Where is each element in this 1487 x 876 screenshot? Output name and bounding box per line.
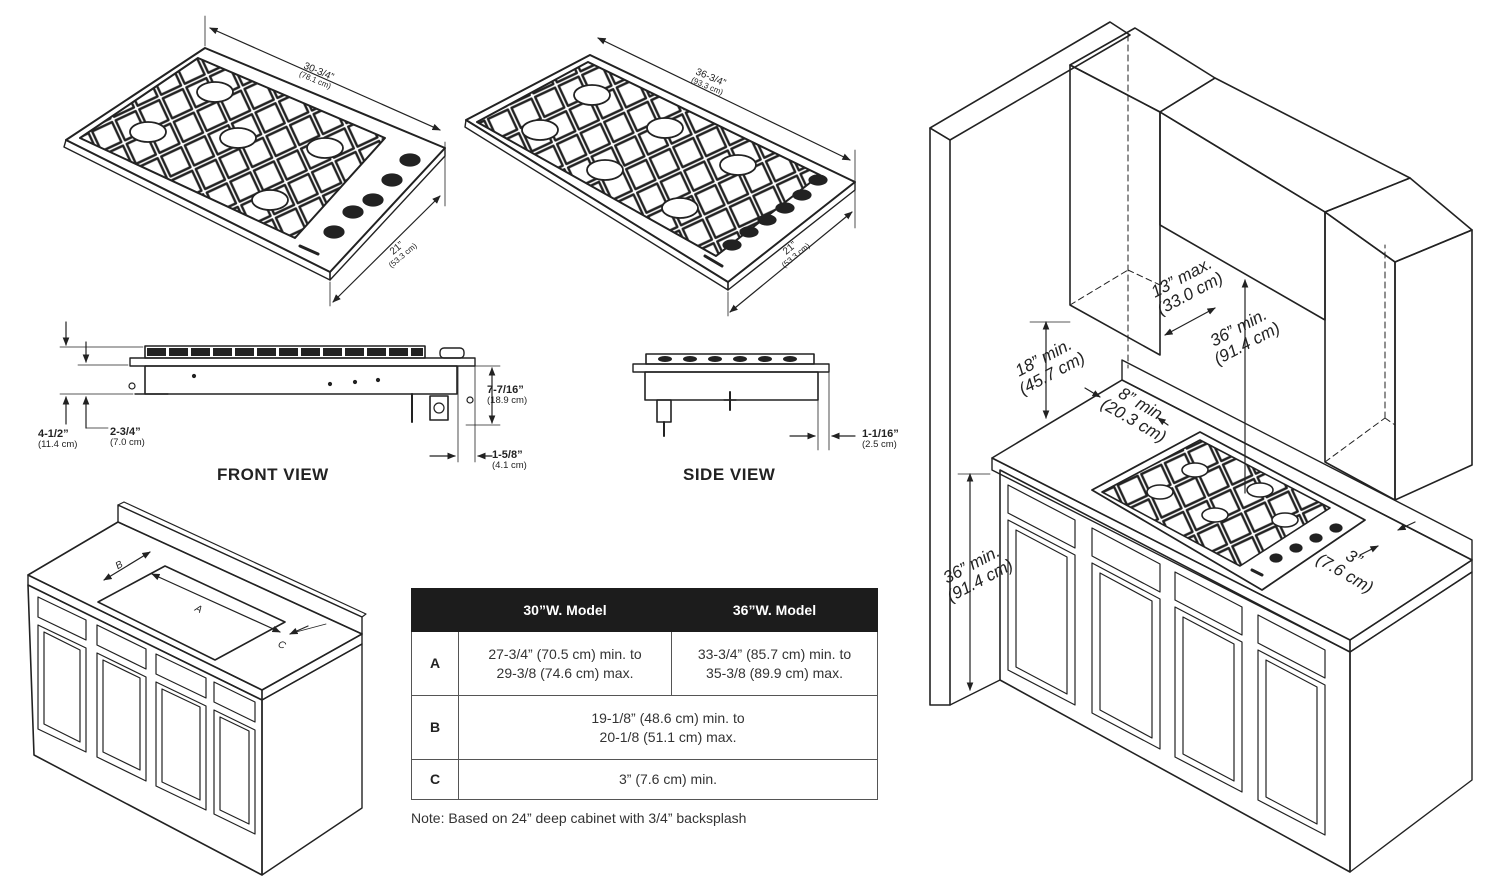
row-b-line1: 19-1/8” (48.6 cm) min. to	[591, 709, 745, 726]
front-height-value: 7-7/16”	[487, 384, 524, 396]
front-d3-dim: 1-5/8” (4.1 cm)	[492, 449, 527, 472]
cabinet-cutout-illustration	[27, 501, 367, 876]
table-header-blank	[411, 588, 459, 632]
row-b-line2: 20-1/8 (51.1 cm) max.	[599, 728, 737, 745]
row-a-36: 33-3/4” (85.7 cm) min. to 35-3/8 (89.9 c…	[671, 631, 878, 696]
front-d1-value: 4-1/2”	[38, 428, 69, 440]
row-a-30-line1: 27-3/4” (70.5 cm) min. to	[488, 645, 642, 662]
cutout-dimensions-table: 30”W. Model 36”W. Model A 27-3/4” (70.5 …	[411, 588, 878, 800]
front-d2-dim: 2-3/4” (7.0 cm)	[110, 426, 145, 449]
front-d2-cm: (7.0 cm)	[110, 437, 145, 449]
table-row-a: A 27-3/4” (70.5 cm) min. to 29-3/8 (74.6…	[411, 631, 878, 696]
row-a-key: A	[411, 631, 459, 696]
front-d1-cm: (11.4 cm)	[38, 439, 78, 451]
front-d1-dim: 4-1/2” (11.4 cm)	[38, 428, 77, 451]
row-c-value: 3” (7.6 cm) min.	[458, 759, 878, 800]
front-view-illustration	[59, 321, 501, 463]
table-note: Note: Based on 24” deep cabinet with 3/4…	[411, 810, 747, 826]
cooktop-36-illustration	[464, 37, 856, 317]
table-row-c: C 3” (7.6 cm) min.	[411, 759, 878, 800]
table-header-36: 36”W. Model	[671, 588, 878, 632]
front-height-cm: (18.9 cm)	[487, 395, 528, 407]
side-d1-dim: 1-1/16” (2.5 cm)	[862, 428, 899, 451]
kitchen-installation-illustration	[929, 21, 1473, 873]
cooktop-30-illustration	[63, 15, 446, 307]
front-d3-cm: (4.1 cm)	[492, 460, 527, 472]
side-view-illustration	[632, 353, 856, 451]
row-c-key: C	[411, 759, 459, 800]
front-d2-value: 2-3/4”	[110, 426, 141, 438]
row-b-value: 19-1/8” (48.6 cm) min. to 20-1/8 (51.1 c…	[458, 695, 878, 760]
front-d3-value: 1-5/8”	[492, 449, 523, 461]
front-view-title: FRONT VIEW	[217, 465, 329, 484]
table-header-30: 30”W. Model	[458, 588, 672, 632]
row-b-key: B	[411, 695, 459, 760]
row-a-36-line2: 35-3/8 (89.9 cm) max.	[706, 664, 843, 681]
table-row-b: B 19-1/8” (48.6 cm) min. to 20-1/8 (51.1…	[411, 695, 878, 760]
row-a-30: 27-3/4” (70.5 cm) min. to 29-3/8 (74.6 c…	[458, 631, 672, 696]
row-a-30-line2: 29-3/8 (74.6 cm) max.	[496, 664, 634, 681]
side-view-title: SIDE VIEW	[683, 465, 776, 484]
table-header-row: 30”W. Model 36”W. Model	[411, 588, 878, 632]
side-d1-cm: (2.5 cm)	[862, 439, 897, 451]
side-d1-value: 1-1/16”	[862, 428, 899, 440]
row-a-36-line1: 33-3/4” (85.7 cm) min. to	[697, 645, 852, 662]
front-height-dim: 7-7/16” (18.9 cm)	[487, 384, 527, 407]
